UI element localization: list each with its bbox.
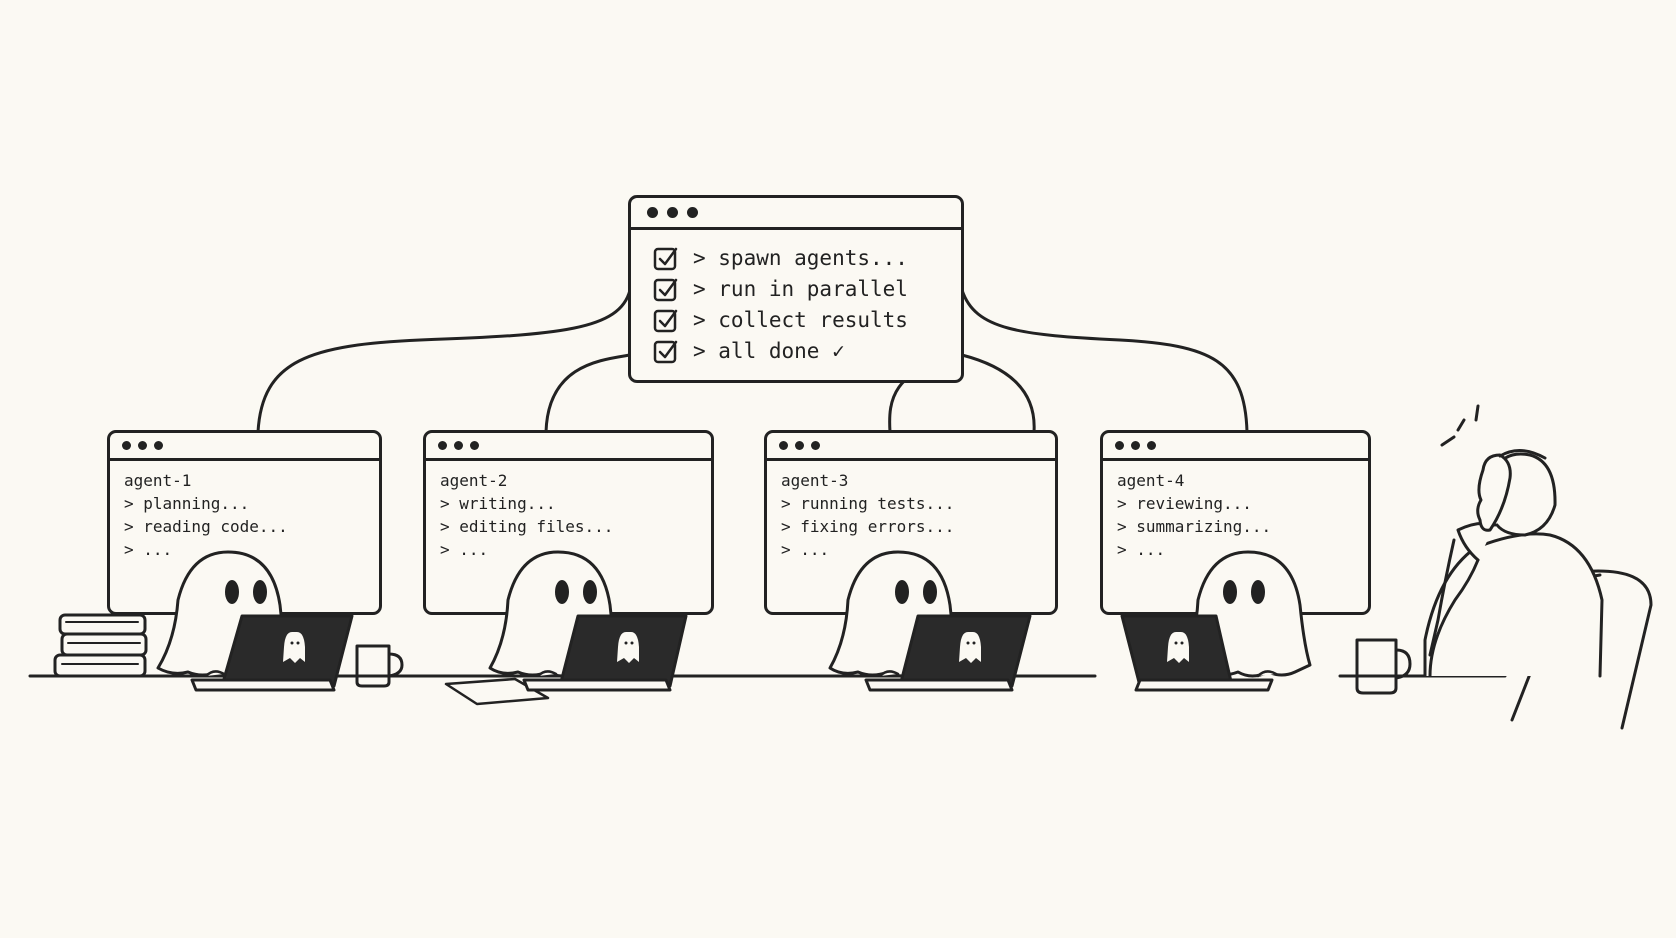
window-dot-icon [647,207,658,218]
task-label: > collect results [693,307,908,332]
window-dot-icon [811,441,820,450]
coffee-mug-icon [1355,638,1412,695]
window-titlebar [110,433,379,461]
laptop-icon [864,614,1032,692]
agent-log-line: > writing... [440,494,556,513]
window-titlebar [426,433,711,461]
agent-log-line: > ... [781,540,830,559]
window-dot-icon [1147,441,1156,450]
task-item: > spawn agents... [653,242,961,273]
window-titlebar [767,433,1055,461]
window-titlebar [631,198,961,230]
window-dot-icon [154,441,163,450]
window-dot-icon [470,441,479,450]
ghost-hands [204,670,1278,678]
agent-log: agent-1 > planning... > reading code... … [110,461,379,561]
task-item: > run in parallel [653,273,961,304]
agent-log: agent-3 > running tests... > fixing erro… [767,461,1055,561]
agent-log-line: > ... [124,540,173,559]
window-dot-icon [779,441,788,450]
window-dot-icon [1131,441,1140,450]
person-thinking [1423,449,1653,730]
agent-log: agent-2 > writing... > editing files... … [426,461,711,561]
laptop-icon [1120,614,1274,692]
window-dot-icon [138,441,147,450]
task-label: > spawn agents... [693,245,908,270]
agent-log-line: > fixing errors... [781,517,955,536]
checkbox-checked-icon [653,309,678,332]
agent-log-line: > reviewing... [1117,494,1252,513]
window-dot-icon [122,441,131,450]
agent-log-line: > ... [440,540,489,559]
checkbox-checked-icon [653,340,678,363]
checkbox-checked-icon [653,247,678,270]
agent-log-line: > ... [1117,540,1166,559]
task-label: > all done ✓ [693,338,845,363]
agent-name: agent-1 [124,471,192,490]
agent-name: agent-2 [440,471,508,490]
task-item: > all done ✓ [653,335,961,366]
paper-sheet [444,677,550,706]
agent-log-line: > summarizing... [1117,517,1272,536]
window-dot-icon [1115,441,1124,450]
window-dot-icon [687,207,698,218]
laptop-icon [522,614,688,692]
coffee-mug-icon [355,644,404,688]
task-item: > collect results [653,304,961,335]
task-label: > run in parallel [693,276,908,301]
window-dot-icon [438,441,447,450]
agent-log-line: > editing files... [440,517,614,536]
window-dot-icon [795,441,804,450]
task-list: > spawn agents... > run in parallel > co… [631,230,961,366]
agent-name: agent-3 [781,471,849,490]
orchestrator-terminal: > spawn agents... > run in parallel > co… [628,195,964,383]
checkbox-checked-icon [653,278,678,301]
window-titlebar [1103,433,1368,461]
agent-log-line: > planning... [124,494,250,513]
window-dot-icon [454,441,463,450]
laptop-icon [190,614,354,692]
agent-log-line: > running tests... [781,494,955,513]
agent-log-line: > reading code... [124,517,288,536]
book-stack-icon [53,613,148,678]
agent-log: agent-4 > reviewing... > summarizing... … [1103,461,1368,561]
agent-name: agent-4 [1117,471,1185,490]
window-dot-icon [667,207,678,218]
